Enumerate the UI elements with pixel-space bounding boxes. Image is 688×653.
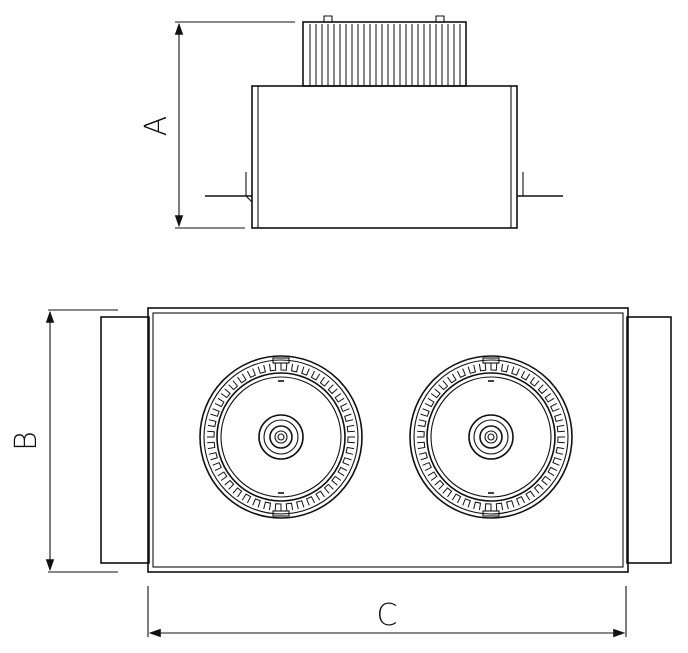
lamp-module-left bbox=[199, 355, 363, 519]
clip-housing-left bbox=[100, 316, 150, 564]
mounting-clip-right bbox=[517, 172, 563, 197]
lamp-teeth-ring bbox=[417, 363, 565, 511]
dimension-c: C bbox=[147, 586, 627, 638]
dimension-b: B bbox=[9, 309, 118, 573]
mounting-clip-left bbox=[205, 172, 253, 203]
dimension-b-label: B bbox=[9, 431, 44, 451]
top-view: B C bbox=[9, 307, 672, 638]
dimension-c-label: C bbox=[377, 598, 398, 633]
dimension-a: A bbox=[139, 21, 295, 229]
housing-body bbox=[251, 85, 518, 229]
side-view: A bbox=[139, 15, 563, 229]
trim-frame bbox=[147, 307, 629, 573]
lamp-teeth-ring bbox=[207, 363, 355, 511]
heatsink bbox=[302, 15, 467, 87]
heatsink-fins bbox=[309, 24, 461, 86]
dimension-a-label: A bbox=[139, 116, 174, 137]
lamp-module-right bbox=[409, 355, 573, 519]
clip-housing-right bbox=[626, 316, 672, 564]
